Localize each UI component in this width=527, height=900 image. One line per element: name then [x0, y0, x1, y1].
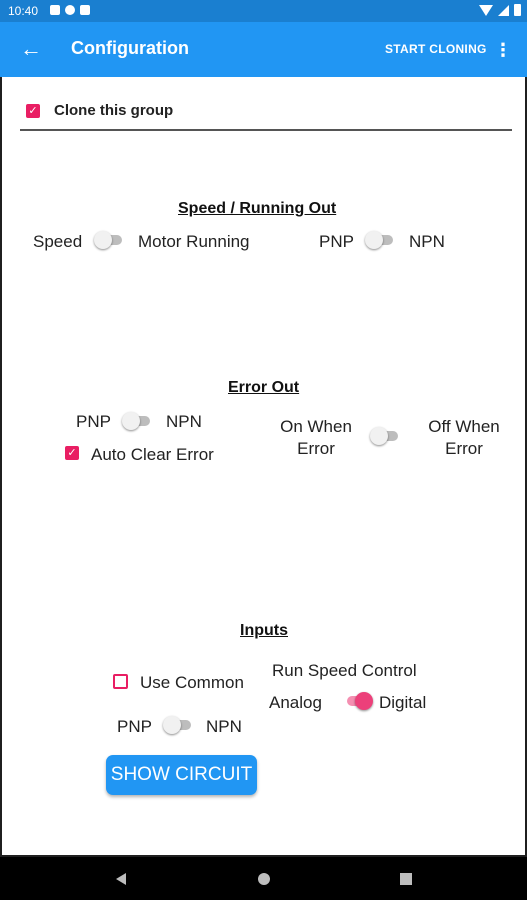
wifi-icon: [479, 4, 493, 16]
error-pnp-npn-toggle[interactable]: [122, 411, 152, 431]
use-common-label: Use Common: [140, 673, 244, 692]
app-bar: ← Configuration START CLONING ⋮: [0, 22, 527, 77]
motor-running-label: Motor Running: [138, 232, 250, 251]
on-when-error-label: On When Error: [280, 417, 352, 458]
error-pnp-label: PNP: [76, 412, 111, 431]
check-icon: ✓: [67, 447, 77, 459]
notification-icon: [50, 5, 60, 15]
notification-icons: [50, 5, 90, 15]
triangle-back-icon[interactable]: [116, 873, 126, 885]
use-common-checkbox[interactable]: [113, 674, 128, 689]
notification-icon: [65, 5, 75, 15]
analog-digital-toggle[interactable]: [343, 691, 373, 711]
sd-card-icon: [80, 5, 90, 15]
inputs-pnp-npn-toggle[interactable]: [163, 715, 193, 735]
battery-icon: [514, 4, 521, 16]
status-time: 10:40: [8, 4, 39, 18]
error-mode-toggle[interactable]: [370, 426, 400, 446]
config-content: ✓ Clone this group Speed / Running Out S…: [0, 77, 527, 857]
clone-group-label: Clone this group: [54, 102, 174, 119]
show-circuit-button[interactable]: SHOW CIRCUIT: [106, 755, 257, 795]
inputs-npn-label: NPN: [206, 717, 242, 736]
divider: [20, 129, 512, 131]
clone-group-checkbox[interactable]: ✓: [26, 104, 40, 118]
auto-clear-error-label: Auto Clear Error: [91, 445, 214, 464]
page-title: Configuration: [71, 38, 189, 58]
arrow-left-icon[interactable]: ←: [20, 36, 42, 61]
digital-label: Digital: [379, 693, 427, 712]
error-npn-label: NPN: [166, 412, 202, 431]
start-cloning-button[interactable]: START CLONING: [385, 42, 487, 56]
navigation-bar: [0, 857, 527, 900]
square-recents-icon[interactable]: [400, 873, 412, 885]
run-speed-control-label: Run Speed Control: [272, 661, 417, 680]
auto-clear-error-checkbox[interactable]: ✓: [65, 446, 79, 460]
circle-home-icon[interactable]: [258, 873, 270, 885]
signal-icon: [498, 4, 509, 16]
inputs-section-title: Inputs: [240, 622, 288, 639]
inputs-pnp-label: PNP: [117, 717, 152, 736]
speed-label: Speed: [33, 232, 83, 251]
error-section-title: Error Out: [228, 379, 300, 396]
speed-pnp-npn-toggle[interactable]: [365, 230, 395, 250]
off-when-error-label: Off When Error: [428, 417, 500, 458]
speed-pnp-label: PNP: [319, 232, 354, 251]
check-icon: ✓: [28, 105, 38, 117]
more-vert-icon[interactable]: ⋮: [494, 40, 512, 60]
speed-motor-toggle[interactable]: [94, 230, 124, 250]
status-bar: 10:40: [0, 0, 527, 22]
system-icons: [479, 4, 521, 16]
speed-npn-label: NPN: [409, 232, 445, 251]
speed-section-title: Speed / Running Out: [178, 200, 337, 217]
analog-label: Analog: [269, 693, 322, 712]
